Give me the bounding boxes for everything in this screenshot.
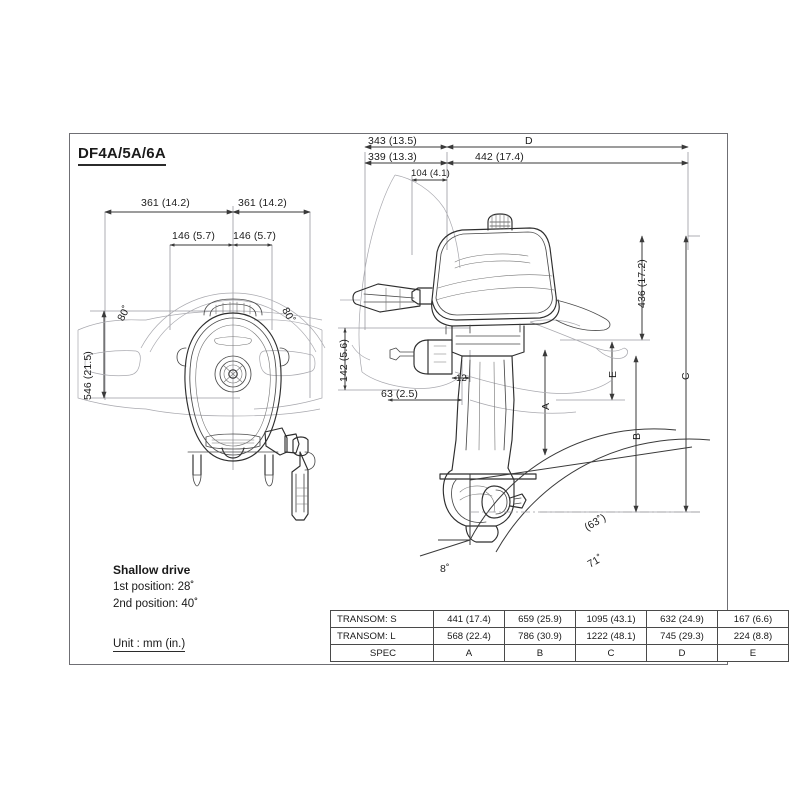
plan-dim-left-width: 361 (14.2) — [141, 197, 190, 209]
shallow-drive-heading: Shallow drive — [113, 563, 191, 577]
side-dim-top-inner: 339 (13.3) — [368, 151, 417, 163]
side-angle-tilt-min: 8˚ — [440, 563, 450, 575]
table-cell: 167 (6.6) — [717, 610, 789, 628]
side-dim-low: 63 (2.5) — [381, 388, 418, 400]
table-row-spec: SPEC A B C D E — [330, 644, 789, 662]
table-spec-label: SPEC — [330, 644, 434, 662]
unit-note: Unit : mm (in.) — [113, 638, 186, 652]
page-title: DF4A/5A/6A — [78, 145, 166, 166]
table-cell: 441 (17.4) — [433, 610, 505, 628]
table-spec-cell: B — [504, 644, 576, 662]
shallow-drive-block: Shallow drive 1st position: 28˚ 2nd posi… — [113, 562, 198, 613]
shallow-drive-second-position: 2nd position: 40˚ — [113, 598, 199, 611]
plan-dim-height: 546 (21.5) — [82, 351, 94, 400]
shallow-drive-first-position: 1st position: 28˚ — [113, 581, 195, 594]
side-dim-left-height: 142 (5.6) — [338, 339, 350, 382]
side-label-e: E — [607, 370, 619, 378]
table-cell: 224 (8.8) — [717, 627, 789, 645]
table-cell: 786 (30.9) — [504, 627, 576, 645]
table-row: TRANSOM: S 441 (17.4) 659 (25.9) 1095 (4… — [330, 610, 789, 628]
side-label-c: C — [680, 372, 692, 380]
table-spec-cell: C — [575, 644, 647, 662]
table-cell: 745 (29.3) — [646, 627, 718, 645]
side-label-a: A — [540, 402, 552, 410]
table-spec-cell: A — [433, 644, 505, 662]
plan-dim-right-inner: 146 (5.7) — [233, 230, 276, 242]
side-dim-small-mid: 12 — [456, 373, 467, 384]
table-cell: 659 (25.9) — [504, 610, 576, 628]
spec-table: TRANSOM: S 441 (17.4) 659 (25.9) 1095 (4… — [330, 610, 789, 662]
table-row-label: TRANSOM: L — [330, 627, 434, 645]
table-row-label: TRANSOM: S — [330, 610, 434, 628]
side-dim-rear: 442 (17.4) — [475, 151, 524, 163]
table-row: TRANSOM: L 568 (22.4) 786 (30.9) 1222 (4… — [330, 627, 789, 645]
side-label-b: B — [631, 432, 643, 440]
side-dim-top-outer: 343 (13.5) — [368, 135, 417, 147]
side-dim-right-height: 436 (17.2) — [636, 259, 648, 308]
plan-dim-left-inner: 146 (5.7) — [172, 230, 215, 242]
plan-dim-right-width: 361 (14.2) — [238, 197, 287, 209]
table-cell: 1222 (48.1) — [575, 627, 647, 645]
table-cell: 632 (24.9) — [646, 610, 718, 628]
table-spec-cell: E — [717, 644, 789, 662]
table-spec-cell: D — [646, 644, 718, 662]
side-label-d: D — [525, 135, 533, 147]
side-dim-small-top: 104 (4.1) — [411, 168, 450, 179]
table-cell: 568 (22.4) — [433, 627, 505, 645]
table-cell: 1095 (43.1) — [575, 610, 647, 628]
